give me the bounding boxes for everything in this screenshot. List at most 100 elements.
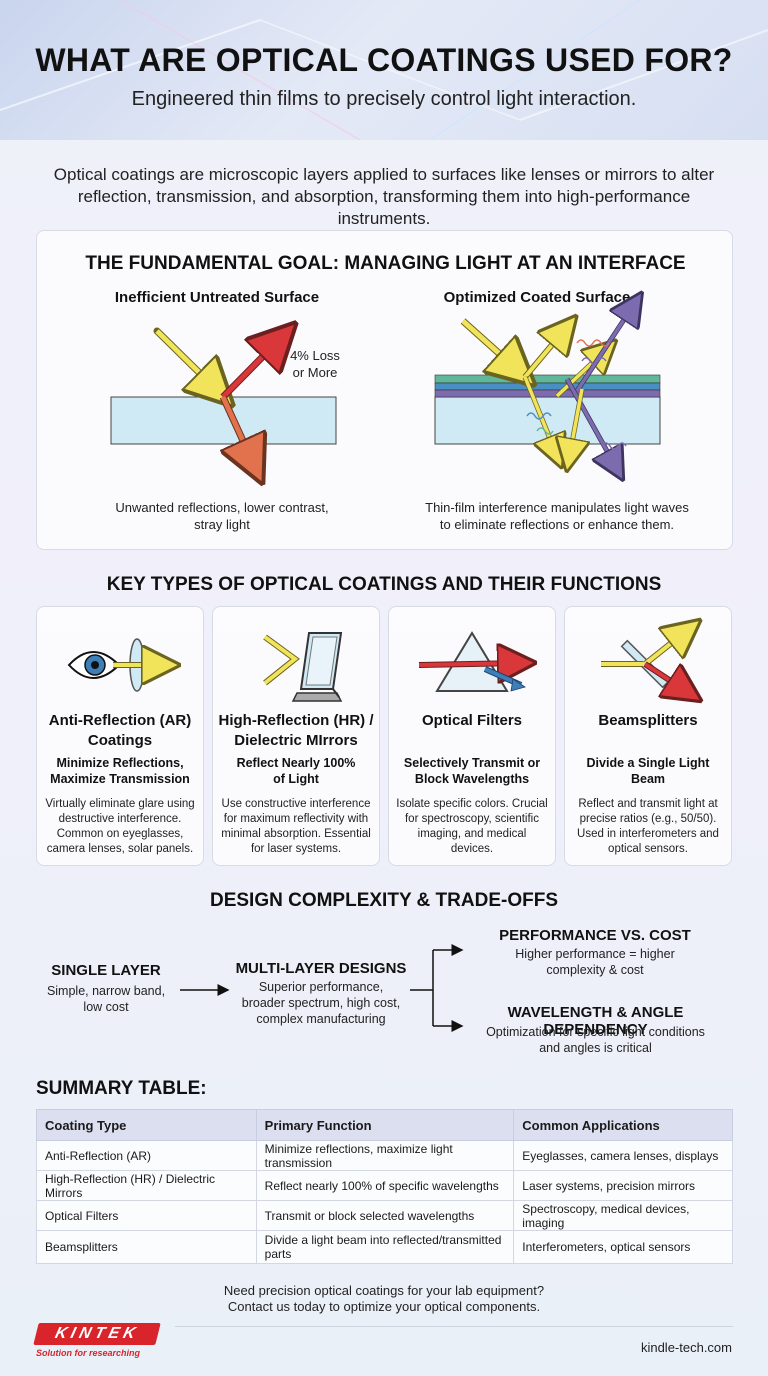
card-beamsplitters: Beamsplitters Divide a Single Light Beam… [564, 606, 732, 866]
card-subtitle-line2: Maximize Transmission [50, 772, 190, 786]
goal-heading: THE FUNDAMENTAL GOAL: MANAGING LIGHT AT … [85, 253, 686, 274]
column-header: Common Applications [513, 1109, 733, 1141]
table-cell: Laser systems, precision mirrors [513, 1170, 733, 1201]
column-header: Primary Function [255, 1109, 515, 1141]
website-link[interactable]: kindle-tech.com [640, 1340, 732, 1355]
untreated-caption-line2: stray light [194, 517, 250, 532]
kintek-logo[interactable]: KINTEK Solution for researching [33, 1323, 161, 1358]
card-description: Use constructive interference for maximu… [221, 798, 371, 855]
table-cell: High-Reflection (HR) / Dielectric Mirror… [36, 1170, 257, 1201]
cta-line2: Contact us today to optimize your optica… [227, 1299, 541, 1314]
table-cell: Eyeglasses, camera lenses, displays [513, 1140, 733, 1171]
prism-icon [418, 631, 555, 692]
multi-layer-line3: complex manufacturing [256, 1012, 386, 1026]
multi-layer-title: MULTI-LAYER DESIGNS [235, 960, 407, 977]
summary-table: Coating Type Primary Function Common App… [36, 1109, 733, 1264]
coated-caption-line1: Thin-film interference manipulates light… [425, 500, 689, 515]
table-cell: Minimize reflections, maximize light tra… [255, 1140, 515, 1171]
card-description: Isolate specific colors. Crucial for spe… [396, 798, 548, 855]
untreated-caption-line1: Unwanted reflections, lower contrast, [115, 500, 329, 515]
loss-label: 4% Loss or More [265, 347, 365, 381]
card-subtitle-line1: Divide a Single Light [586, 756, 710, 770]
card-description: Virtually eliminate glare using destruct… [45, 798, 195, 855]
types-heading: KEY TYPES OF OPTICAL COATINGS AND THEIR … [106, 574, 662, 595]
card-subtitle-line2: Beam [630, 772, 666, 786]
single-layer-title: SINGLE LAYER [51, 962, 161, 979]
header-banner: WHAT ARE OPTICAL COATINGS USED FOR? Engi… [0, 0, 768, 140]
coated-caption: Thin-film interference manipulates light… [397, 499, 717, 533]
loss-label-line2: or More [292, 365, 338, 380]
summary-heading: SUMMARY TABLE: [36, 1078, 207, 1099]
card-title: Optical Filters [389, 711, 555, 731]
call-to-action: Need precision optical coatings for your… [0, 1283, 768, 1315]
multi-layer-line1: Superior performance, [258, 980, 384, 994]
card-subtitle-line1: Reflect Nearly 100% [236, 756, 356, 770]
intro-text: Optical coatings are microscopic layers … [53, 165, 715, 228]
card-title: High-Reflection (HR) / Dielectric MIrror… [213, 711, 379, 751]
wavelength-angle-text: Optimization for specific light conditio… [458, 1024, 733, 1056]
table-row: High-Reflection (HR) / Dielectric Mirror… [36, 1170, 733, 1201]
card-title-line1: High-Reflection (HR) / [218, 712, 374, 729]
single-layer-line1: Simple, narrow band, [46, 984, 166, 998]
wavelength-angle-line2: and angles is critical [539, 1041, 652, 1055]
fundamental-goal-panel: THE FUNDAMENTAL GOAL: MANAGING LIGHT AT … [36, 230, 733, 550]
logo-badge: KINTEK [33, 1323, 161, 1345]
card-subtitle: Minimize Reflections, Maximize Transmiss… [37, 755, 203, 787]
card-subtitle: Reflect Nearly 100% of Light [213, 755, 379, 787]
card-subtitle-line1: Selectively Transmit or [403, 756, 541, 770]
card-title-line1: Beamsplitters [598, 712, 698, 729]
table-row: Optical Filters Transmit or block select… [36, 1200, 733, 1231]
card-subtitle-line2: of Light [273, 772, 319, 786]
single-layer-line2: low cost [83, 1000, 129, 1014]
table-cell: Anti-Reflection (AR) [36, 1140, 257, 1171]
mirror-icon [263, 632, 343, 702]
table-cell: Reflect nearly 100% of specific waveleng… [255, 1170, 515, 1201]
table-header-row: Coating Type Primary Function Common App… [36, 1109, 733, 1141]
card-anti-reflection: Anti-Reflection (AR) Coatings Minimize R… [36, 606, 204, 866]
card-title-line1: Optical Filters [421, 712, 523, 729]
table-row: Anti-Reflection (AR) Minimize reflection… [36, 1140, 733, 1171]
card-subtitle: Selectively Transmit or Block Wavelength… [389, 755, 555, 787]
multi-layer-line2: broader spectrum, high cost, [241, 996, 401, 1010]
table-cell: Interferometers, optical sensors [513, 1230, 733, 1264]
single-layer-text: Simple, narrow band, low cost [36, 983, 176, 1015]
performance-cost-text: Higher performance = higher complexity &… [470, 946, 720, 978]
logo-tagline: Solution for researching [36, 1348, 141, 1358]
card-title: Anti-Reflection (AR) Coatings [37, 711, 203, 751]
card-description: Reflect and transmit light at precise ra… [577, 798, 719, 855]
card-optical-filters: Optical Filters Selectively Transmit or … [388, 606, 556, 866]
coated-title: Optimized Coated Surface [443, 289, 631, 306]
table-cell: Spectroscopy, medical devices, imaging [513, 1200, 733, 1231]
design-heading: DESIGN COMPLEXITY & TRADE-OFFS [209, 890, 558, 911]
card-title: Beamsplitters [565, 711, 731, 731]
card-title-line2: Coatings [87, 732, 153, 749]
untreated-caption: Unwanted reflections, lower contrast, st… [92, 499, 352, 533]
column-header: Coating Type [36, 1109, 257, 1141]
page-title: WHAT ARE OPTICAL COATINGS USED FOR? [35, 42, 733, 78]
loss-label-line1: 4% Loss [290, 348, 340, 363]
cta-line1: Need precision optical coatings for your… [223, 1283, 545, 1298]
table-cell: Transmit or block selected wavelengths [255, 1200, 515, 1231]
card-high-reflection: High-Reflection (HR) / Dielectric MIrror… [212, 606, 380, 866]
table-cell: Optical Filters [36, 1200, 257, 1231]
multi-layer-text: Superior performance, broader spectrum, … [226, 979, 416, 1027]
card-subtitle: Divide a Single Light Beam [565, 755, 731, 787]
card-title-line2: Dielectric MIrrors [234, 732, 358, 749]
performance-cost-line1: Higher performance = higher [515, 947, 675, 961]
table-cell: Beamsplitters [36, 1230, 257, 1264]
page-subtitle: Engineered thin films to precisely contr… [131, 88, 637, 110]
wavelength-angle-line1: Optimization for specific light conditio… [486, 1025, 705, 1039]
wavelength-angle-title: WAVELENGTH & ANGLE DEPENDENCY [507, 1004, 684, 1038]
performance-cost-line2: complexity & cost [546, 963, 644, 977]
eye-lens-icon [67, 638, 203, 692]
footer-divider [175, 1326, 733, 1327]
coated-surface-diagram [434, 231, 661, 551]
card-subtitle-line1: Minimize Reflections, [56, 756, 184, 770]
table-row: Beamsplitters Divide a light beam into r… [36, 1230, 733, 1264]
performance-cost-title: PERFORMANCE VS. COST [499, 927, 691, 944]
untreated-surface-diagram [110, 231, 337, 551]
light-rays-decoration [0, 0, 768, 140]
table-cell: Divide a light beam into reflected/trans… [255, 1230, 515, 1264]
card-title-line1: Anti-Reflection (AR) [48, 712, 192, 729]
